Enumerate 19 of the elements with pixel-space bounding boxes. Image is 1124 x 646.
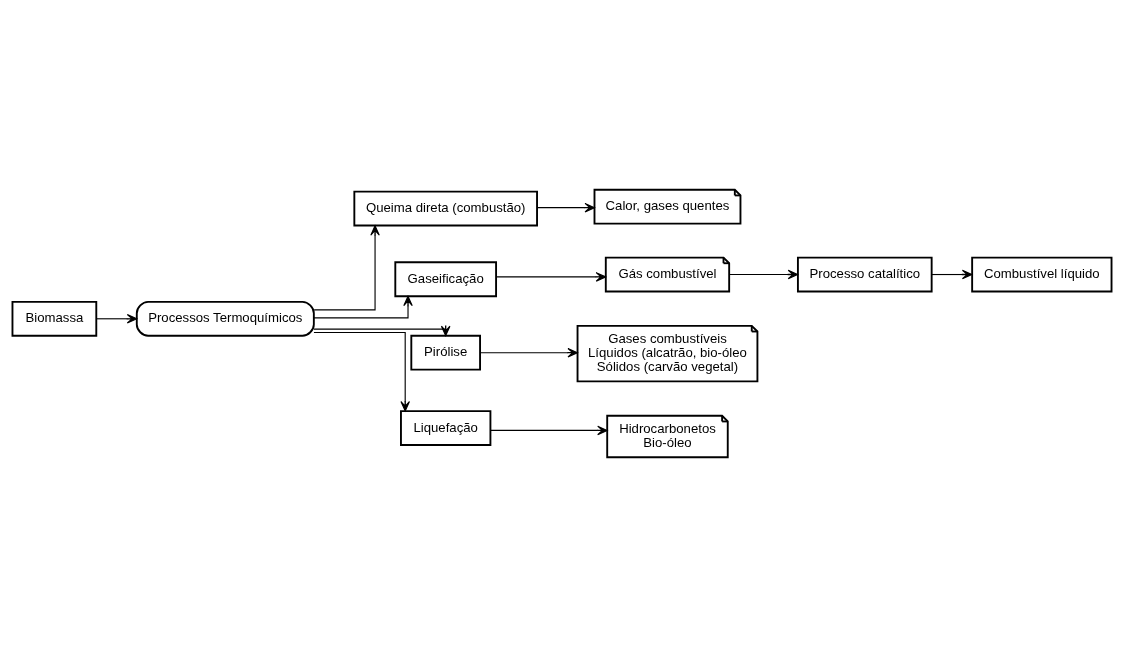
node-box: Processo catalítico — [796, 256, 933, 292]
arrow — [313, 295, 413, 318]
node-box: Biomassa — [11, 300, 98, 337]
arrow — [728, 269, 799, 279]
arrow — [490, 425, 608, 435]
node-box: Combustível líquido — [971, 256, 1113, 292]
arrow — [931, 269, 973, 279]
node-box: Processos Termoquímicos — [135, 300, 315, 337]
arrow — [536, 202, 596, 212]
arrow — [495, 271, 607, 282]
node-box: Gaseificação — [394, 260, 497, 297]
arrow — [313, 224, 380, 310]
node-box: Queima direta (combustão) — [353, 190, 538, 226]
arrow — [479, 347, 578, 357]
node-box: Pirólise — [410, 334, 481, 371]
arrow — [313, 325, 451, 336]
node-box: Liquefação — [400, 409, 492, 446]
arrow — [313, 331, 410, 411]
arrow — [96, 313, 138, 324]
